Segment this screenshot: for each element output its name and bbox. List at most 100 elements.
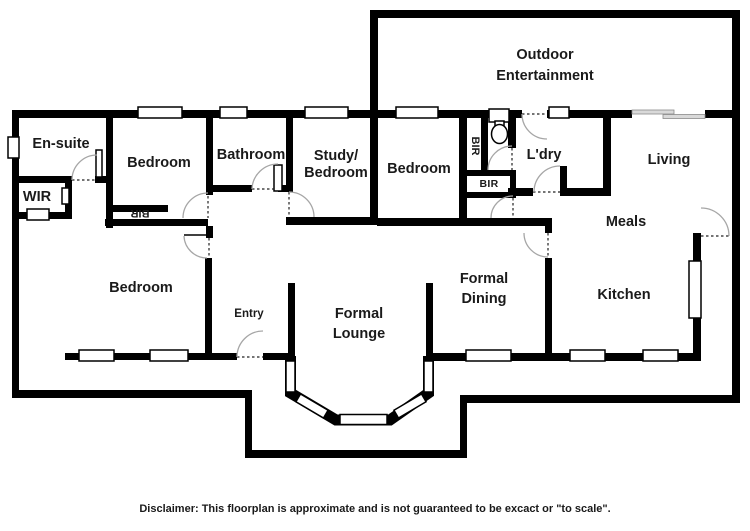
room-label-outdoor-entertainment: Outdoor Entertainment <box>496 45 594 87</box>
door-arc-ldry-bottom <box>533 165 561 193</box>
windows <box>7 106 702 362</box>
wall-dining-kitchen-bottom <box>545 258 552 360</box>
window-top-3 <box>304 106 349 119</box>
wall-lounge-left <box>288 283 295 360</box>
wall-bir2-right <box>510 170 516 198</box>
window-wir <box>26 208 50 221</box>
wall-porch-step-left <box>245 390 252 458</box>
sliding-door-panel-2 <box>662 114 706 119</box>
wall-bottom-left <box>12 390 252 398</box>
door-arc-bedroom2 <box>183 235 208 259</box>
wall-bathroom-bottom-right <box>278 185 293 192</box>
wall-ldry-bottom-right <box>560 188 611 196</box>
bay-window-angled-right <box>392 392 428 420</box>
room-label-study-bedroom: Study/ Bedroom <box>304 148 368 182</box>
window-top-1 <box>137 106 183 119</box>
wall-hall-stub <box>206 226 213 238</box>
door-arc-bedroom1 <box>182 192 209 219</box>
wir-cupboard <box>61 187 70 205</box>
bay-window <box>285 356 434 426</box>
wall-bir2-bottom <box>463 192 516 198</box>
window-top-2 <box>219 106 248 119</box>
room-label-ensuite: En-suite <box>32 136 90 152</box>
room-label-bedroom1: Bedroom <box>127 155 191 171</box>
wall-ldry-bottom-left <box>508 188 533 196</box>
bay-window-left <box>285 360 296 393</box>
wall-ldry-right <box>603 112 611 196</box>
door-arc-bathroom <box>251 163 279 190</box>
sliding-door-icon <box>631 109 706 119</box>
door-arc-ensuite <box>71 154 98 181</box>
wall-ensuite-bottom-right <box>95 176 113 183</box>
room-label-bathroom: Bathroom <box>216 147 286 163</box>
bay-window-angled-left <box>294 392 330 420</box>
door-arcs <box>71 113 730 358</box>
wall-dining-kitchen-top <box>545 218 552 233</box>
wall-top-d <box>705 110 740 118</box>
closet-label-bir-ldry: BIR <box>479 178 499 190</box>
door-leaf-bathroom <box>273 164 283 192</box>
toilet-icon <box>488 108 510 145</box>
wall-bir-wc-divider <box>481 118 488 170</box>
wall-lounge-right <box>426 283 433 363</box>
sliding-door-panel-1 <box>631 109 675 115</box>
wall-porch-bottom <box>245 450 467 458</box>
wall-wc-right <box>508 112 516 148</box>
wall-outdoor-top <box>370 10 740 18</box>
window-kitchen-1 <box>569 349 606 362</box>
wall-top-wc-a <box>463 110 491 118</box>
room-label-entry: Entry <box>234 308 264 320</box>
wall-bedroom3-right <box>459 112 467 218</box>
wall-entry-right <box>263 353 295 360</box>
exterior-walls <box>12 10 740 458</box>
room-label-outdoor-line2: Entertainment <box>496 68 594 84</box>
room-label-lounge-line2: Lounge <box>332 326 386 342</box>
bay-window-right <box>423 360 434 393</box>
door-arc-dining-kitchen <box>523 232 549 258</box>
room-label-dining-line2: Dining <box>461 291 507 307</box>
door-arc-study <box>288 191 315 218</box>
window-bedroom2-2 <box>149 349 189 362</box>
wall-ensuite-bottom-left <box>12 176 72 183</box>
room-label-bedroom3: Bedroom <box>387 161 451 177</box>
toilet-bowl <box>490 123 509 145</box>
room-label-dining-line1: Formal <box>459 271 509 287</box>
window-kitchen-2 <box>642 349 679 362</box>
closet-label-bir-vertical: BIR <box>469 136 481 156</box>
window-top-4 <box>395 106 439 119</box>
room-label-living: Living <box>647 152 691 168</box>
wall-bedroom1-right <box>206 112 213 195</box>
closet-label-bir-bedroom1: BIR <box>130 207 150 219</box>
wall-bottom-right <box>460 395 740 403</box>
wall-bedroom2-bottom <box>65 353 213 360</box>
wall-left-outer <box>12 110 19 398</box>
room-label-lounge-line1: Formal <box>334 306 384 322</box>
window-left-ensuite <box>7 136 20 159</box>
door-openings <box>72 113 729 358</box>
wall-bir2-top <box>463 170 516 176</box>
door-leaf-ensuite <box>95 149 103 178</box>
room-label-bedroom2: Bedroom <box>109 280 173 296</box>
wall-kitchen-bottom <box>545 353 701 361</box>
wall-bathroom-bottom-left <box>208 185 252 192</box>
wall-ldry-door-stub <box>560 166 567 190</box>
wall-right-outer <box>732 10 740 403</box>
door-arc-wc <box>487 145 513 171</box>
room-label-meals: Meals <box>605 214 647 230</box>
room-label-formal-lounge: Formal Lounge <box>333 304 385 344</box>
wall-top-c <box>547 110 632 118</box>
disclaimer-text: Disclaimer: This floorplan is approximat… <box>139 503 611 515</box>
door-arc-ldry-top <box>521 113 548 140</box>
wall-bedroom2-right <box>205 258 212 360</box>
door-arc-meals-outside <box>700 207 730 237</box>
wall-bedroom3-bottom <box>377 218 549 226</box>
toilet-cistern <box>488 108 510 123</box>
wall-ensuite-bedroom1-divider <box>106 112 113 228</box>
wall-entry-left <box>212 353 237 360</box>
room-label-study-line1: Study/ <box>313 148 359 164</box>
wall-porch-step-right <box>460 395 467 458</box>
room-label-kitchen: Kitchen <box>597 287 651 303</box>
wall-bedroom1-bottom <box>105 219 208 226</box>
bay-window-bottom <box>339 413 388 426</box>
